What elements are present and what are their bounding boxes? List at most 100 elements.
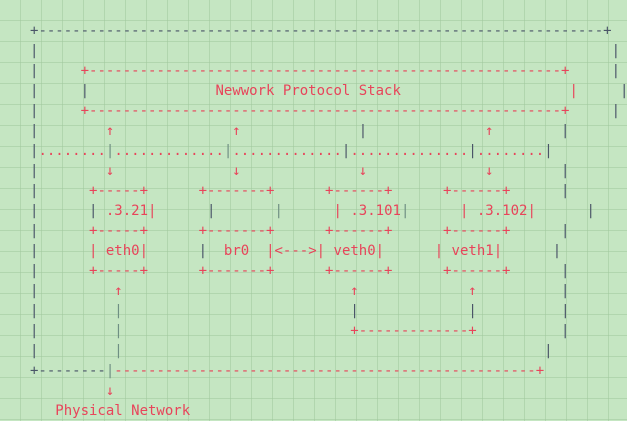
ascii-row-r07: | ↓ ↓ ↓ ↓ | — [30, 161, 627, 181]
ascii-seg: | — [341, 143, 351, 159]
ascii-row-r17: +--------|------------------------------… — [30, 361, 627, 381]
ascii-row-r10: | +-----+ +-------+ +------+ +------+ | — [30, 221, 627, 241]
ascii-row-r03: | | Newwork Protocol Stack | | — [30, 81, 627, 101]
ascii-seg: | — [30, 303, 39, 319]
ascii-seg: ........ — [38, 143, 106, 159]
ascii-seg: | — [400, 203, 410, 219]
ascii-row-r09: | | .3.21| | | | .3.101| | .3.102| | — [30, 201, 627, 221]
ascii-row-r13: | ↑ ↑ ↑ | — [30, 281, 627, 301]
ascii-seg: +-----+ +-------+ +------+ +------+ — [38, 223, 562, 239]
ascii-seg: | — [105, 143, 115, 159]
ascii-seg: ............. — [114, 143, 224, 159]
ascii-seg: Newwork Protocol Stack | — [89, 83, 621, 99]
ascii-seg — [148, 243, 199, 259]
ascii-seg: | — [30, 183, 39, 199]
ascii-seg — [123, 343, 544, 359]
ascii-seg: +-----+ +-------+ +------+ +------+ — [38, 183, 562, 199]
ascii-seg: veth1 — [443, 243, 494, 259]
ascii-seg: ↓ ↓ ↓ ↓ — [38, 163, 562, 179]
ascii-seg: | — [207, 203, 216, 219]
ascii-seg: | — [30, 203, 39, 219]
ascii-seg: | — [30, 83, 39, 99]
ascii-seg: | — [468, 303, 477, 319]
ascii-seg: | — [139, 243, 149, 259]
ascii-seg: .3.102 — [468, 203, 528, 219]
ascii-seg — [384, 243, 435, 259]
ascii-seg: | — [544, 143, 553, 159]
ascii-row-r01: | | — [30, 41, 627, 61]
ascii-seg: | — [561, 323, 570, 339]
ascii-row-r04: | +-------------------------------------… — [30, 101, 627, 121]
ascii-seg: | — [30, 43, 39, 59]
ascii-seg: | — [30, 63, 39, 79]
ascii-seg: +-------- — [30, 363, 106, 379]
ascii-seg: | — [544, 343, 553, 359]
ascii-seg — [359, 303, 469, 319]
ascii-seg: | — [30, 283, 39, 299]
ascii-seg — [123, 303, 351, 319]
ascii-seg: | — [561, 283, 570, 299]
ascii-seg — [38, 203, 89, 219]
ascii-seg: | — [561, 303, 570, 319]
ascii-seg: | — [561, 183, 570, 199]
ascii-seg: | — [30, 123, 39, 139]
ascii-seg: | — [30, 343, 39, 359]
ascii-seg: | — [527, 203, 536, 219]
ascii-row-r18: ↓ — [30, 381, 627, 401]
ascii-seg: | — [30, 103, 39, 119]
ascii-seg: | — [80, 83, 90, 99]
ascii-seg: | — [434, 243, 444, 259]
ascii-seg: | — [114, 323, 123, 339]
ascii-row-r12: | +-----+ +-------+ +------+ +------+ | — [30, 261, 627, 281]
ascii-seg: | — [30, 223, 39, 239]
ascii-network-diagram: +---------------------------------------… — [30, 21, 627, 421]
ascii-seg: | — [561, 123, 570, 139]
ascii-seg: | — [561, 263, 570, 279]
ascii-seg: eth0 — [97, 243, 140, 259]
ascii-seg: | — [148, 203, 157, 219]
ascii-row-r11: | | eth0| | br0 |<--->| veth0| | veth1| … — [30, 241, 627, 261]
ascii-seg — [409, 203, 460, 219]
ascii-seg — [38, 323, 114, 339]
ascii-seg: ↑ — [367, 123, 562, 139]
ascii-seg: | — [114, 303, 123, 319]
ascii-row-r06: |........|.............|.............|..… — [30, 141, 627, 161]
ascii-seg: | — [552, 243, 562, 259]
ascii-row-r08: | +-----+ +-------+ +------+ +------+ | — [30, 181, 627, 201]
ascii-row-r19: Physical Network — [30, 401, 627, 421]
ascii-seg: ↑ ↑ ↑ — [38, 283, 562, 299]
ascii-seg — [38, 43, 611, 59]
ascii-row-r16: | | | — [30, 341, 627, 361]
ascii-seg: | — [30, 263, 39, 279]
ascii-row-r14: | | | | | — [30, 301, 627, 321]
ascii-seg: br0 — [207, 243, 267, 259]
ascii-seg: ............. — [232, 143, 342, 159]
ascii-seg: | — [611, 63, 621, 79]
ascii-seg: | — [30, 243, 39, 259]
ascii-seg: | — [274, 203, 283, 219]
ascii-seg — [156, 203, 207, 219]
ascii-seg: | — [620, 83, 627, 99]
ascii-seg: ........ — [476, 143, 545, 159]
ascii-seg: | — [611, 103, 621, 119]
ascii-seg — [502, 243, 553, 259]
ascii-seg: | — [89, 203, 98, 219]
ascii-seg: | — [223, 143, 233, 159]
ascii-seg — [215, 203, 274, 219]
ascii-row-r02: | +-------------------------------------… — [30, 61, 627, 81]
ascii-seg: | — [114, 343, 123, 359]
ascii-seg: +-------------+ — [122, 323, 562, 339]
ascii-seg: | — [586, 203, 595, 219]
ascii-seg: + — [30, 23, 39, 39]
ascii-seg — [38, 83, 80, 99]
ascii-seg: +---------------------------------------… — [38, 103, 612, 119]
ascii-seg: ----------------------------------------… — [38, 23, 612, 39]
ascii-seg: | — [198, 243, 208, 259]
ascii-row-r00: +---------------------------------------… — [30, 21, 627, 41]
ascii-seg — [38, 303, 114, 319]
ascii-seg: | — [350, 303, 359, 319]
ascii-seg: | — [333, 203, 342, 219]
ascii-seg: | — [358, 123, 368, 139]
ascii-seg: .3.21 — [97, 203, 149, 219]
ascii-seg: | — [493, 243, 503, 259]
